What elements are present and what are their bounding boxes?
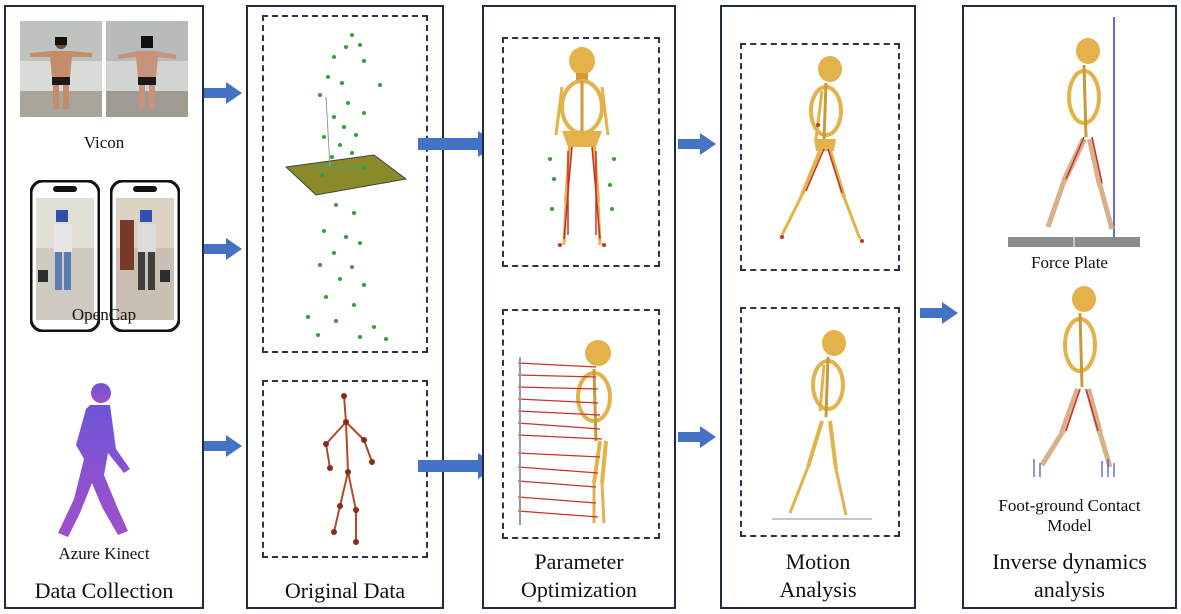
optimization-side-box xyxy=(502,309,660,539)
force-plate-model xyxy=(1008,17,1140,247)
arrow-front-to-motion xyxy=(678,133,716,155)
vicon-photo-1 xyxy=(20,21,102,117)
inverse-dynamics-panel: Force Plate Foot-ground Contact Model In… xyxy=(962,5,1177,609)
contact-label-line2: Model xyxy=(1047,516,1092,535)
original-data-title: Original Data xyxy=(284,578,406,603)
contact-model xyxy=(1033,286,1115,477)
walking-skeleton-1 xyxy=(780,56,864,243)
data-collection-title: Data Collection xyxy=(34,578,174,603)
vicon-label: Vicon xyxy=(83,133,125,152)
marker-cloud xyxy=(284,33,408,341)
kinect-label: Azure Kinect xyxy=(58,544,150,563)
arrow-vicon xyxy=(204,82,242,104)
force-plate-label: Force Plate xyxy=(1031,253,1108,272)
front-skeleton-model xyxy=(548,47,616,247)
dynamics-title-line1: Inverse dynamics xyxy=(992,549,1147,574)
optimization-title-line2: Optimization xyxy=(520,577,638,602)
arrow-opencap xyxy=(204,238,242,260)
motion-gait-box-1 xyxy=(740,43,900,271)
optimization-title-line1: Parameter xyxy=(534,549,624,574)
arrow-markers-to-optimization xyxy=(418,131,498,157)
motion-analysis-panel: Motion Analysis xyxy=(720,5,916,609)
arrow-side-to-motion xyxy=(678,426,716,448)
side-skeleton-model xyxy=(517,340,612,525)
vicon-photo-2 xyxy=(106,21,188,117)
opencap-phone-2 xyxy=(110,180,180,332)
optimization-front-box xyxy=(502,37,660,267)
kinect-skeleton xyxy=(323,393,375,545)
kinect-body-silhouette xyxy=(58,383,130,537)
data-collection-panel: Vicon OpenCap Azure Kin xyxy=(4,5,204,609)
arrow-motion-to-dynamics xyxy=(920,302,958,324)
contact-label-line1: Foot-ground Contact xyxy=(998,496,1141,515)
dynamics-title-line2: analysis xyxy=(1034,577,1105,602)
parameter-optimization-panel: Parameter Optimization xyxy=(482,5,676,609)
skeleton-data-box xyxy=(262,380,428,558)
motion-title-line2: Analysis xyxy=(779,577,857,602)
motion-title-line1: Motion xyxy=(785,549,851,574)
original-data-panel: Original Data xyxy=(246,5,444,609)
arrow-skeleton-to-optimization xyxy=(418,453,498,479)
arrow-kinect xyxy=(204,435,242,457)
opencap-label: OpenCap xyxy=(71,305,137,324)
opencap-phone-1 xyxy=(30,180,100,332)
motion-gait-box-2 xyxy=(740,307,900,537)
walking-skeleton-2 xyxy=(772,330,872,520)
marker-data-box xyxy=(262,15,428,353)
